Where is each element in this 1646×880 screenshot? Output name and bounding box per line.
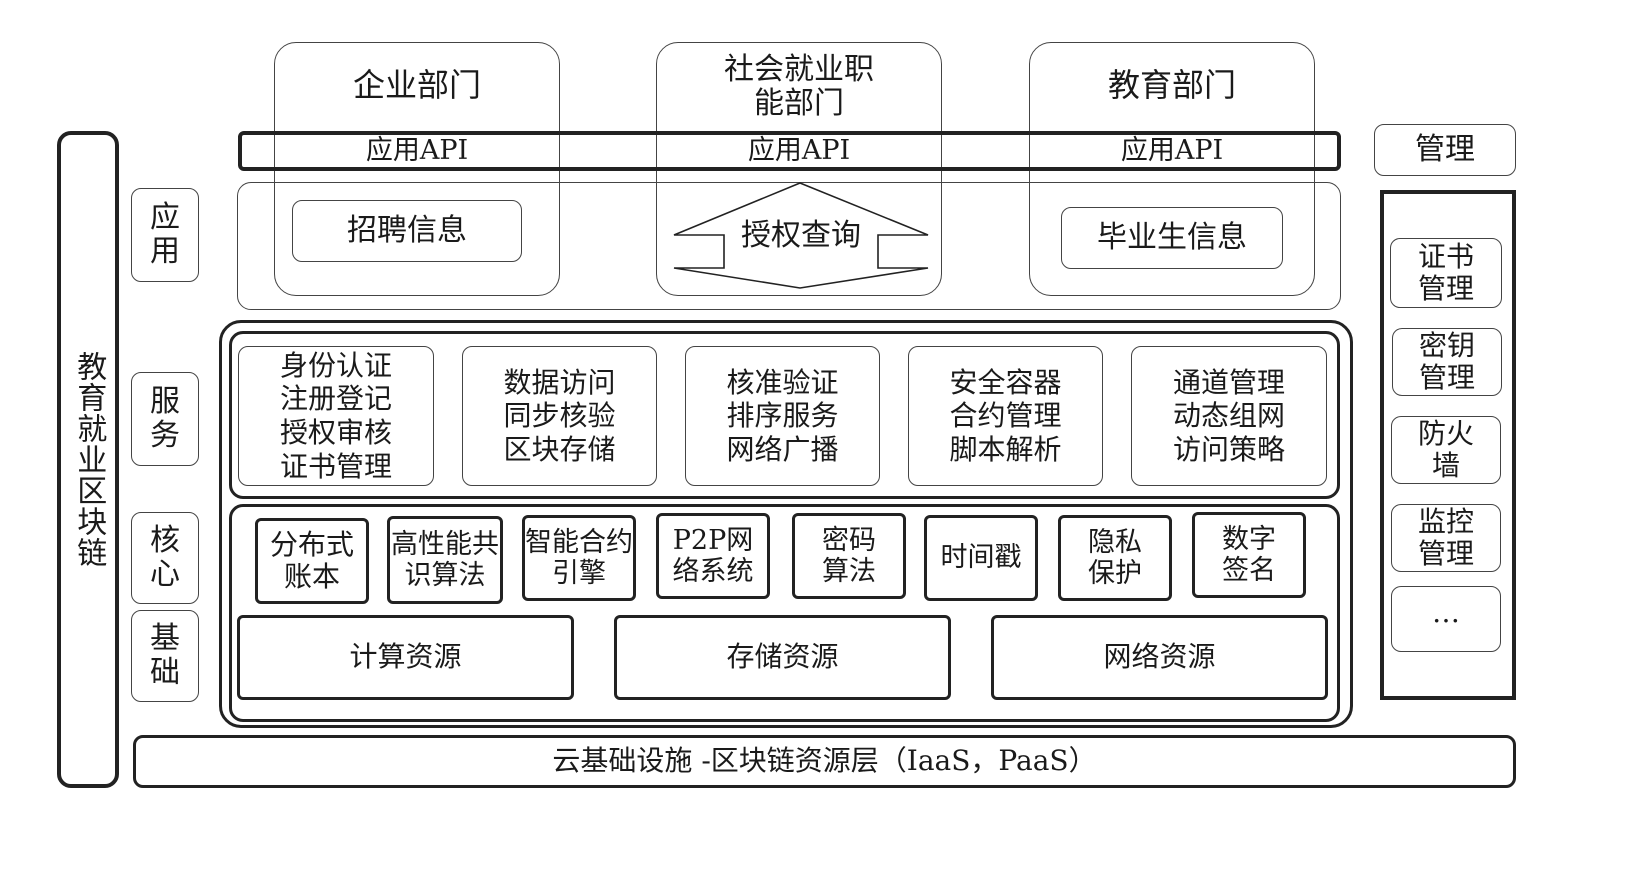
service-item: 合约管理 xyxy=(949,399,1062,433)
infrastructure-bar xyxy=(133,735,1516,788)
infrastructure-label: 云基础设施 -区块链资源层（IaaS，PaaS） xyxy=(552,744,1097,778)
feature-authorized-query-label: 授权查询 xyxy=(741,217,861,253)
service-item: 通道管理 xyxy=(1172,365,1285,399)
core-module-label: 隐私 保护 xyxy=(1088,526,1142,589)
ellipsis-icon: … xyxy=(1432,595,1460,629)
management-title: 管理 xyxy=(1415,131,1475,167)
core-module-distributed-ledger xyxy=(255,518,369,604)
service-item: 安全容器 xyxy=(949,365,1062,399)
layer-core-box xyxy=(131,512,199,604)
core-module-smart-contract xyxy=(522,515,636,601)
application-layer-container xyxy=(237,182,1341,310)
service-item: 动态组网 xyxy=(1172,399,1285,433)
resource-storage xyxy=(614,615,951,700)
service-box-identity-text: 身份认证 注册登记 授权审核 证书管理 xyxy=(238,346,434,486)
feature-recruitment-info xyxy=(292,200,522,262)
resource-compute-label: 计算资源 xyxy=(349,640,462,674)
service-layer-container xyxy=(229,331,1340,499)
platform-outer-container xyxy=(219,320,1353,728)
service-item: 同步核验 xyxy=(503,399,616,433)
management-panel xyxy=(1380,190,1516,700)
service-item: 身份认证 xyxy=(279,348,392,382)
resource-network xyxy=(991,615,1328,700)
authorization-arrow-icon xyxy=(673,182,929,289)
service-item: 数据访问 xyxy=(503,365,616,399)
blockchain-side-label: 教育就业区块链 xyxy=(71,351,107,568)
layer-application-box xyxy=(131,188,199,282)
layer-foundation-label: 基 础 xyxy=(150,620,180,690)
feature-recruitment-info-label: 招聘信息 xyxy=(347,212,467,248)
api-label-enterprise: 应用API xyxy=(365,135,469,167)
api-bar xyxy=(238,131,1341,171)
layer-service-box xyxy=(131,372,199,466)
core-module-consensus xyxy=(387,516,503,604)
management-item-certificate xyxy=(1390,238,1502,308)
service-item: 访问策略 xyxy=(1172,432,1285,466)
core-module-digital-signature xyxy=(1192,512,1306,598)
department-education-title: 教育部门 xyxy=(1107,65,1236,104)
core-module-label: 分布式 账本 xyxy=(269,527,354,593)
resource-storage-label: 存储资源 xyxy=(726,640,839,674)
management-item-monitoring xyxy=(1391,504,1501,572)
core-module-cryptography xyxy=(792,513,906,599)
api-label-social: 应用API xyxy=(747,135,851,167)
service-item: 网络广播 xyxy=(726,432,839,466)
core-module-p2p-network xyxy=(656,513,770,599)
department-enterprise-title: 企业部门 xyxy=(352,65,481,104)
service-box-verification-text: 核准验证 排序服务 网络广播 xyxy=(685,346,880,486)
department-social-employment-title: 社会就业职 能部门 xyxy=(724,51,874,121)
service-box-data-access-text: 数据访问 同步核验 区块存储 xyxy=(462,346,657,486)
service-box-security xyxy=(908,346,1103,486)
management-title-box xyxy=(1374,124,1516,176)
feature-graduate-info-label: 毕业生信息 xyxy=(1097,219,1247,255)
service-item: 排序服务 xyxy=(726,399,839,433)
management-item-label: 证书 管理 xyxy=(1417,239,1474,305)
resource-network-label: 网络资源 xyxy=(1103,640,1216,674)
blockchain-side-panel xyxy=(57,131,119,788)
management-item-label: 密钥 管理 xyxy=(1418,328,1475,394)
service-box-channel-text: 通道管理 动态组网 访问策略 xyxy=(1131,346,1327,486)
service-item: 注册登记 xyxy=(279,382,392,416)
management-item-firewall xyxy=(1391,416,1501,484)
service-item: 核准验证 xyxy=(726,365,839,399)
layer-foundation-box xyxy=(131,610,199,702)
service-box-security-text: 安全容器 合约管理 脚本解析 xyxy=(908,346,1103,486)
feature-graduate-info xyxy=(1061,207,1283,269)
core-module-label: 高性能共 识算法 xyxy=(391,528,499,591)
management-item-more xyxy=(1391,586,1501,652)
management-item-key xyxy=(1392,328,1502,396)
service-box-channel xyxy=(1131,346,1327,486)
management-item-label: 监控 管理 xyxy=(1417,504,1474,570)
service-box-data-access xyxy=(462,346,657,486)
management-item-label: 防火 墙 xyxy=(1417,416,1474,482)
service-item: 授权审核 xyxy=(279,416,392,449)
core-layer-container xyxy=(229,504,1340,722)
core-module-label: 密码 算法 xyxy=(822,524,876,587)
service-item: 脚本解析 xyxy=(949,432,1062,466)
core-module-label: 时间戳 xyxy=(940,542,1022,574)
core-module-label: P2P网 络系统 xyxy=(672,524,754,587)
core-module-privacy xyxy=(1058,515,1172,601)
api-label-education: 应用API xyxy=(1120,135,1224,167)
core-module-timestamp xyxy=(924,515,1038,601)
service-box-verification xyxy=(685,346,880,486)
service-item: 证书管理 xyxy=(279,449,392,483)
layer-application-label: 应 用 xyxy=(150,199,180,269)
core-module-label: 数字 签名 xyxy=(1222,523,1276,586)
layer-service-label: 服 务 xyxy=(150,383,180,453)
core-module-label: 智能合约 引擎 xyxy=(525,526,633,589)
service-box-identity xyxy=(238,346,434,486)
resource-compute xyxy=(237,615,574,700)
service-item: 区块存储 xyxy=(503,432,616,466)
layer-core-label: 核 心 xyxy=(150,522,180,592)
